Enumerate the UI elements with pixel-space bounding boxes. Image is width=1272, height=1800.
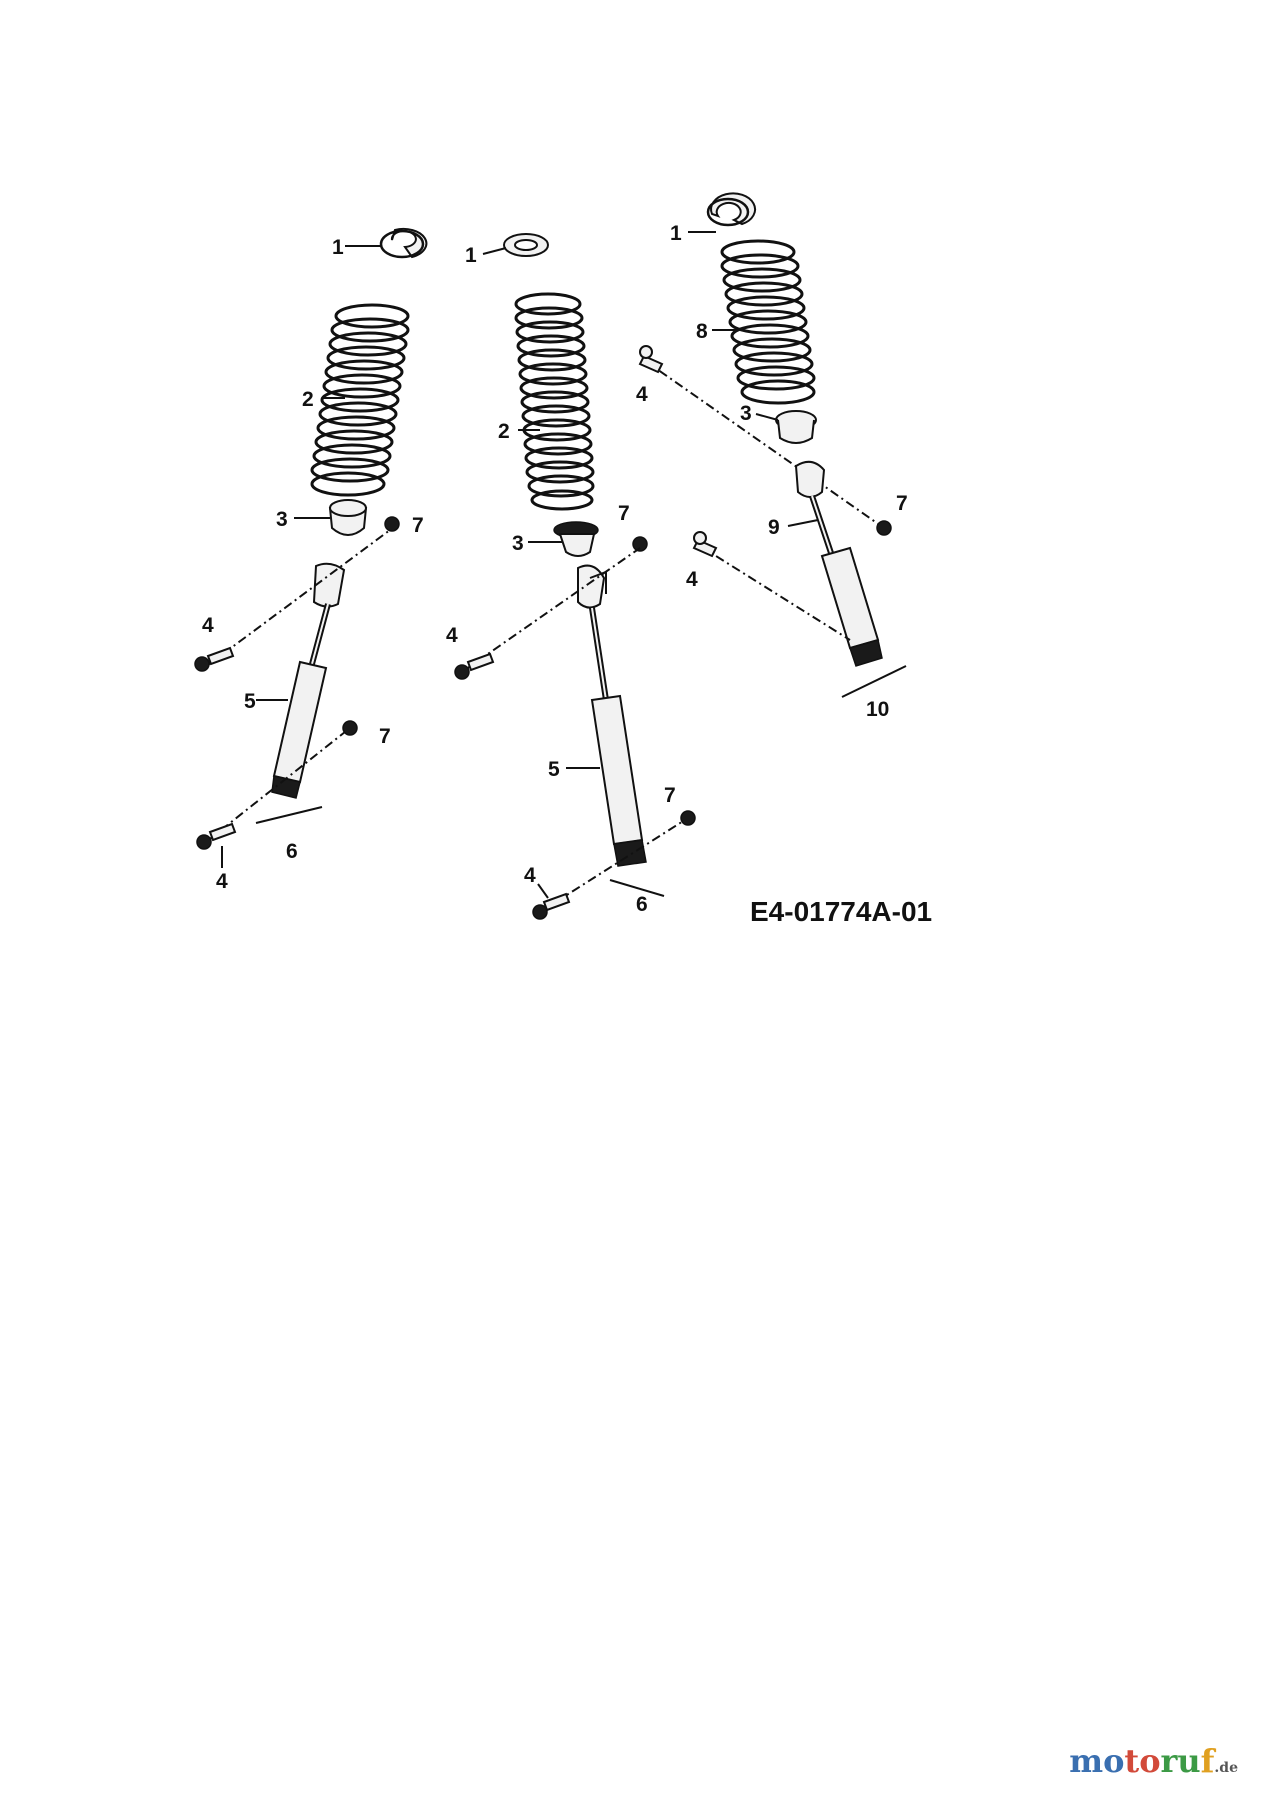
callout-4-left-upper: 4 [202,614,214,637]
bolt-right-lower [692,531,718,558]
callout-7-left-upper: 7 [412,514,424,537]
callout-5-left: 5 [244,690,256,713]
spring-seat-right [775,410,817,444]
nut-middle-upper [632,536,648,552]
spring-clip-middle [503,233,549,257]
drawing-code: E4-01774A-01 [750,896,932,927]
callout-4-right-upper: 4 [636,383,648,406]
spring-clip-left [379,227,428,259]
nut-left-lower [342,720,358,736]
right-shock-assembly: 1 8 3 4 7 [636,192,908,721]
nut-right [876,520,892,536]
callout-8-right: 8 [696,320,708,343]
middle-shock-assembly: 1 2 3 7 [446,233,696,920]
callout-1-left: 1 [332,236,344,259]
spring-seat-left [328,499,368,536]
callout-7-middle-lower: 7 [664,784,676,807]
callout-4-middle-upper: 4 [446,624,458,647]
callout-1-middle: 1 [465,244,477,267]
left-shock-assembly: 1 2 3 7 [194,227,428,893]
shock-absorber-middle [577,564,647,867]
bolt-right-upper [638,345,664,374]
callout-3-middle: 3 [512,532,524,555]
shock-absorber-right [794,460,883,667]
callout-4-left-lower: 4 [216,870,228,893]
callout-7-left-lower: 7 [379,725,391,748]
callout-10-right: 10 [866,698,889,721]
bolt-middle-lower [532,892,571,920]
callout-9-right: 9 [768,516,780,539]
callout-7-right: 7 [896,492,908,515]
callout-7-middle-upper: 7 [618,502,630,525]
callout-4-right-lower: 4 [686,568,698,591]
callout-6-left: 6 [286,840,298,863]
nut-left-upper [384,516,400,532]
nut-middle-lower [680,810,696,826]
callout-2-middle: 2 [498,420,510,443]
callout-6-middle: 6 [636,893,648,916]
callout-1-right: 1 [670,222,682,245]
spring-seat-middle [553,521,599,557]
callout-4-middle-lower: 4 [524,864,536,887]
callout-3-left: 3 [276,508,288,531]
watermark-logo: motoruf.de [1069,1742,1238,1780]
callout-5-middle: 5 [548,758,560,781]
coil-spring-right [720,239,816,405]
spring-clip-right [706,192,756,227]
bolt-left-lower [196,822,237,850]
coil-spring-middle [514,292,595,511]
coil-spring-left [310,303,410,497]
callout-2-left: 2 [302,388,314,411]
shock-absorber-left [271,562,346,799]
callout-3-right: 3 [740,402,752,425]
bolt-middle-upper [454,652,495,680]
bolt-left-upper [194,646,235,672]
